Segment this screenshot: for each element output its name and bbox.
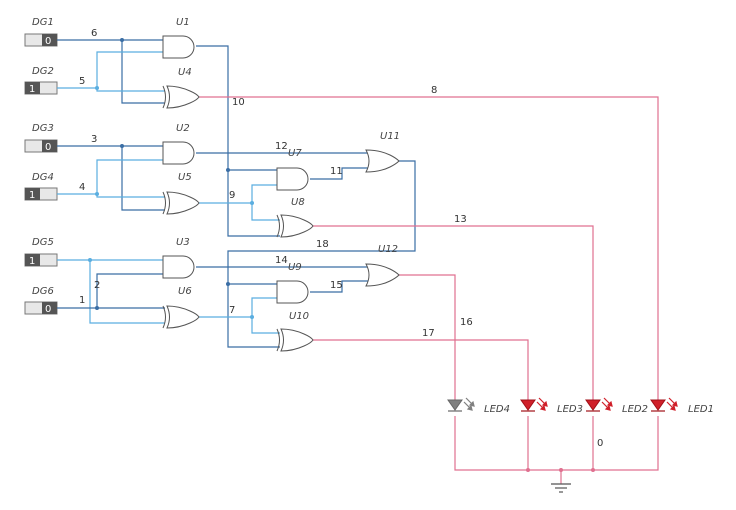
wires-section-2 bbox=[57, 144, 165, 211]
or-gate-u12[interactable] bbox=[365, 263, 400, 287]
net-label-3: 3 bbox=[91, 134, 97, 145]
net-label-12: 12 bbox=[275, 141, 288, 152]
dg1-label: DG1 bbox=[32, 17, 54, 28]
xor-gate-u8[interactable] bbox=[276, 214, 314, 238]
dg2-value: 1 bbox=[29, 84, 35, 95]
gate-label-u1: U1 bbox=[176, 17, 190, 28]
input-switch-dg5[interactable]: 1 bbox=[24, 253, 58, 267]
dg5-value: 1 bbox=[29, 256, 35, 267]
led3[interactable] bbox=[520, 397, 548, 412]
net-label-17: 17 bbox=[422, 328, 435, 339]
gate-label-u6: U6 bbox=[178, 286, 192, 297]
xor-gate-u10[interactable] bbox=[276, 328, 314, 352]
net-label-14: 14 bbox=[275, 255, 288, 266]
dg4-value: 1 bbox=[29, 190, 35, 201]
net-label-15: 15 bbox=[330, 280, 343, 291]
dg1-value: 0 bbox=[45, 36, 51, 47]
dg2-label: DG2 bbox=[32, 66, 54, 77]
xor-gate-u4[interactable] bbox=[162, 85, 200, 109]
led1-emission-icon bbox=[666, 397, 678, 411]
or-gate-u11[interactable] bbox=[365, 149, 400, 173]
net-label-0: 0 bbox=[597, 438, 603, 449]
net-label-18: 18 bbox=[316, 239, 329, 250]
led2[interactable] bbox=[585, 397, 613, 412]
gate-label-u4: U4 bbox=[178, 67, 192, 78]
gate-label-u7: U7 bbox=[288, 148, 302, 159]
input-switch-dg3[interactable]: 0 bbox=[24, 139, 58, 153]
net-label-10: 10 bbox=[232, 97, 245, 108]
and-gate-u2[interactable] bbox=[162, 141, 195, 165]
led1-label: LED1 bbox=[688, 404, 714, 415]
gate-label-u8: U8 bbox=[291, 197, 305, 208]
xor-gate-u6[interactable] bbox=[162, 305, 200, 329]
gate-label-u3: U3 bbox=[176, 237, 190, 248]
net-label-6: 6 bbox=[91, 28, 97, 39]
net-label-8: 8 bbox=[431, 85, 437, 96]
input-switch-dg1[interactable]: 0 bbox=[24, 33, 58, 47]
dg6-value: 0 bbox=[45, 304, 51, 315]
wires-intermediate bbox=[196, 45, 659, 484]
led3-label: LED3 bbox=[557, 404, 583, 415]
led2-label: LED2 bbox=[622, 404, 648, 415]
net-label-7: 7 bbox=[229, 305, 235, 316]
net-label-5: 5 bbox=[79, 76, 85, 87]
gate-label-u11: U11 bbox=[380, 131, 400, 142]
net-label-16: 16 bbox=[460, 317, 473, 328]
and-gate-u1[interactable] bbox=[162, 35, 195, 59]
input-switch-dg4[interactable]: 1 bbox=[24, 187, 58, 201]
net-label-4: 4 bbox=[79, 182, 85, 193]
led3-emission-icon bbox=[536, 397, 548, 411]
net-label-9: 9 bbox=[229, 190, 235, 201]
ground-icon bbox=[551, 483, 571, 493]
gate-label-u10: U10 bbox=[289, 311, 309, 322]
net-label-13: 13 bbox=[454, 214, 467, 225]
wires-section-3 bbox=[57, 258, 165, 324]
dg3-label: DG3 bbox=[32, 123, 54, 134]
wires-section-1 bbox=[57, 38, 165, 104]
net-label-1: 1 bbox=[79, 295, 85, 306]
led4-emission-icon bbox=[463, 397, 475, 411]
and-gate-u3[interactable] bbox=[162, 255, 195, 279]
net-label-11: 11 bbox=[330, 166, 343, 177]
dg5-label: DG5 bbox=[32, 237, 54, 248]
xor-gate-u5[interactable] bbox=[162, 191, 200, 215]
led4[interactable] bbox=[447, 397, 475, 412]
led2-emission-icon bbox=[601, 397, 613, 411]
gate-label-u2: U2 bbox=[176, 123, 190, 134]
input-switch-dg6[interactable]: 0 bbox=[24, 301, 58, 315]
dg3-value: 0 bbox=[45, 142, 51, 153]
gate-label-u9: U9 bbox=[288, 262, 302, 273]
gate-label-u12: U12 bbox=[378, 244, 398, 255]
net-label-2: 2 bbox=[94, 280, 100, 291]
dg6-label: DG6 bbox=[32, 286, 54, 297]
led1[interactable] bbox=[650, 397, 678, 412]
and-gate-u9[interactable] bbox=[276, 280, 309, 304]
led4-label: LED4 bbox=[484, 404, 510, 415]
and-gate-u7[interactable] bbox=[276, 167, 309, 191]
input-switch-dg2[interactable]: 1 bbox=[24, 81, 58, 95]
dg4-label: DG4 bbox=[32, 172, 54, 183]
gate-label-u5: U5 bbox=[178, 172, 192, 183]
